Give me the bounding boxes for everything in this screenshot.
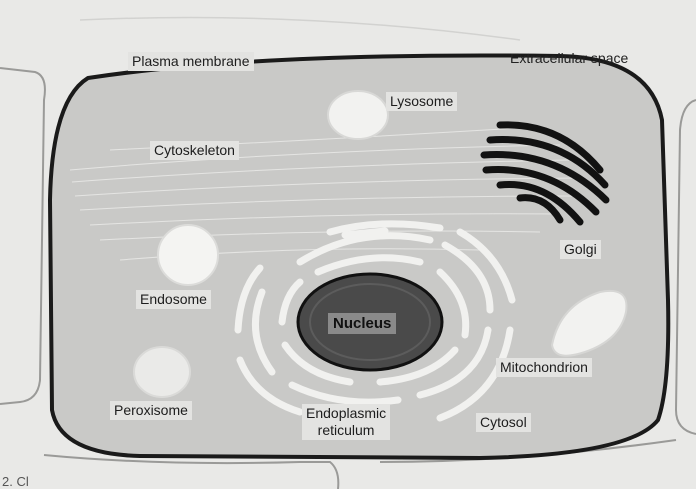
label-plasma-membrane: Plasma membrane: [128, 52, 254, 71]
endosome-shape: [158, 225, 218, 285]
label-endosome: Endosome: [136, 290, 211, 309]
label-cytoskeleton: Cytoskeleton: [150, 141, 239, 160]
neighbor-cell-outline-top: [80, 18, 520, 41]
label-lysosome: Lysosome: [386, 92, 457, 111]
label-peroxisome: Peroxisome: [110, 401, 192, 420]
label-golgi: Golgi: [560, 240, 601, 259]
neighbor-cell-outline-right: [676, 100, 696, 434]
label-extracellular-space: Extracellular space: [510, 50, 628, 66]
peroxisome-shape: [134, 347, 190, 397]
label-er-line1: Endoplasmic: [306, 405, 386, 422]
neighbor-cell-outline-left: [0, 68, 45, 404]
figure-caption-fragment: 2. Cl: [2, 474, 29, 489]
neighbor-cell-outline-bottom: [44, 455, 338, 489]
label-mitochondrion: Mitochondrion: [496, 358, 592, 377]
label-cytosol: Cytosol: [476, 413, 531, 432]
label-er-line2: reticulum: [306, 422, 386, 439]
label-nucleus: Nucleus: [328, 313, 396, 334]
label-endoplasmic-reticulum: Endoplasmic reticulum: [302, 404, 390, 440]
lysosome-shape: [328, 91, 388, 139]
